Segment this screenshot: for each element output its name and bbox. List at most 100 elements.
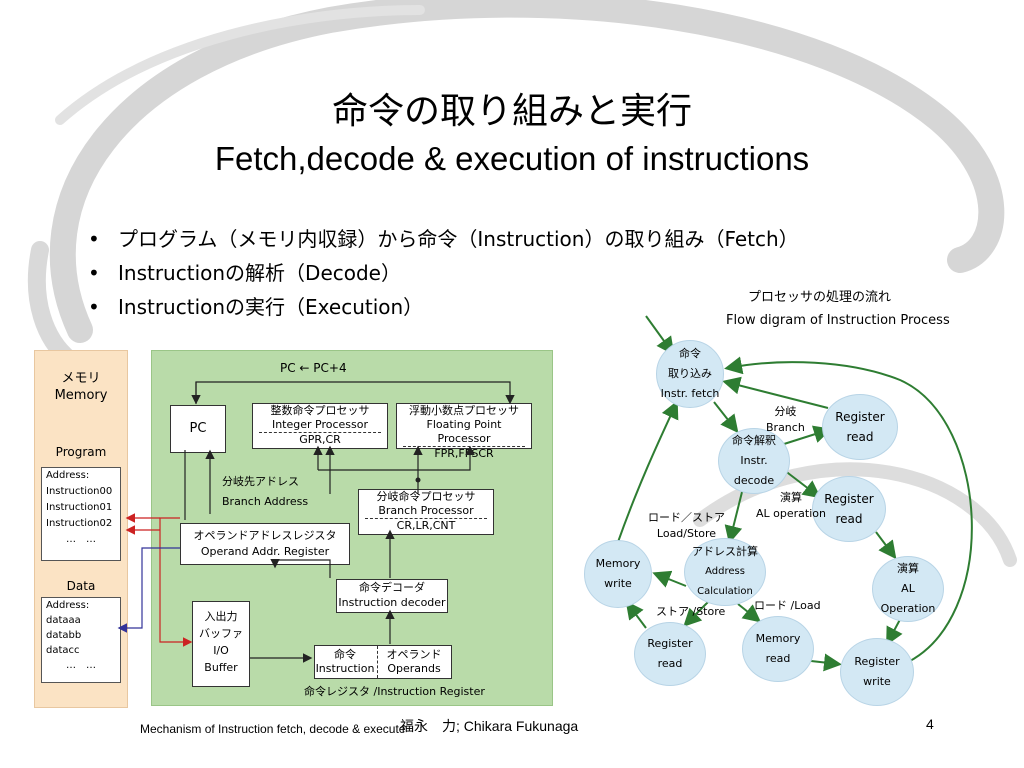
node-line: 命令 — [679, 347, 701, 360]
flow-node-register-read-3: Register read — [634, 622, 706, 686]
node-line: Register — [824, 492, 874, 506]
node-line: Memory — [755, 632, 801, 645]
integer-processor-ja: 整数命令プロセッサ — [270, 404, 370, 417]
instruction-decoder-ja: 命令デコーダ — [359, 581, 425, 594]
node-line: Address Calculation — [697, 566, 753, 597]
node-line: read — [835, 512, 863, 526]
io-buffer-en2: Buffer — [204, 661, 238, 674]
flow-node-memory-write: Memory write — [584, 540, 652, 608]
node-line: Instr. decode — [733, 454, 775, 487]
flow-node-register-read-2: Register read — [812, 476, 886, 542]
instruction-field-en: Instruction — [315, 662, 375, 675]
edge-label-branch: 分岐 Branch — [766, 404, 805, 436]
edge-label-line: 演算 — [779, 491, 802, 504]
node-line: Memory — [595, 557, 641, 570]
bullet-item: • Instructionの解析（Decode） — [88, 256, 799, 290]
edge-label-line: ロード／ストア — [648, 511, 725, 524]
instruction-register-label: 命令レジスタ /Instruction Register — [304, 685, 485, 698]
branch-address-en: Branch Address — [222, 495, 309, 508]
pc-label: PC — [189, 421, 207, 436]
processor-panel: PC ← PC+4 PC 整数命令プロセッサ Integer Processor… — [151, 350, 553, 706]
page-number: 4 — [926, 716, 934, 732]
bullet-text: Instructionの実行（Execution） — [118, 295, 424, 319]
instruction-register-box: 命令 Instruction オペランド Operands — [314, 645, 452, 679]
bullet-list: •プログラム（メモリ内収録）から命令（Instruction）の取り組み（Fet… — [88, 222, 799, 324]
node-line: AL Operation — [880, 582, 936, 615]
memory-title-japanese: メモリ — [61, 371, 101, 386]
branch-address-ja: 分岐先アドレス — [222, 475, 299, 488]
author-credit: 福永 力; Chikara Fukunaga — [400, 718, 579, 734]
bullet-item: • Instructionの実行（Execution） — [88, 290, 799, 324]
data-box: Address: dataaa databb datacc … … — [41, 597, 121, 683]
node-line: 命令解釈 — [732, 434, 776, 447]
edge-label-line: AL operation — [756, 507, 826, 520]
node-line: read — [657, 657, 683, 670]
float-processor-regs: FPR,FPSCR — [434, 447, 494, 460]
branch-processor-en: Branch Processor — [365, 504, 487, 519]
operand-register-box: オペランドアドレスレジスタ Operand Addr. Register — [180, 523, 350, 565]
edge-label-line: Branch — [766, 421, 805, 434]
flow-node-instr-decode: 命令解釈 Instr. decode — [718, 428, 790, 494]
node-line: write — [863, 675, 891, 688]
edge-label-load-store: ロード／ストア Load/Store — [648, 510, 725, 542]
program-line: Instruction02 — [46, 518, 113, 529]
io-buffer-ja1: 入出力 — [204, 610, 238, 623]
instruction-register-divider — [377, 646, 378, 678]
data-line: dataaa — [46, 615, 81, 626]
data-label: Data — [66, 579, 96, 593]
integer-processor-regs: GPR,CR — [299, 433, 341, 446]
bullet-item: •プログラム（メモリ内収録）から命令（Instruction）の取り組み（Fet… — [88, 222, 799, 256]
bullet-text: Instructionの解析（Decode） — [118, 261, 401, 285]
integer-processor-box: 整数命令プロセッサ Integer Processor GPR,CR — [252, 403, 388, 449]
branch-processor-box: 分岐命令プロセッサ Branch Processor CR,LR,CNT — [358, 489, 494, 535]
slide-title-english: Fetch,decode & execution of instructions — [214, 140, 810, 177]
memory-title-english: Memory — [54, 388, 108, 403]
bullet-dot: • — [88, 295, 100, 319]
operand-register-ja: オペランドアドレスレジスタ — [193, 529, 337, 542]
flow-node-al-operation: 演算 AL Operation — [872, 556, 944, 622]
memory-panel: メモリ Memory Program Address: Instruction0… — [34, 350, 128, 708]
edge-label-al-operation: 演算 AL operation — [756, 490, 826, 522]
io-buffer-ja2: バッファ — [199, 627, 243, 640]
data-line: Address: — [46, 600, 90, 611]
node-line: Instr. fetch — [660, 387, 720, 400]
node-line: 演算 — [897, 562, 919, 575]
operand-field-en: Operands — [387, 662, 441, 675]
program-label: Program — [55, 445, 107, 459]
node-line: アドレス計算 — [692, 545, 758, 558]
flow-node-memory-read: Memory read — [742, 616, 814, 682]
instruction-decoder-box: 命令デコーダ Instruction decoder — [336, 579, 448, 613]
flow-node-address-calculation: アドレス計算 Address Calculation — [684, 538, 766, 606]
data-line: datacc — [46, 645, 80, 656]
io-buffer-box: 入出力 バッファ I/O Buffer — [192, 601, 250, 687]
figure-caption: Mechanism of Instruction fetch, decode &… — [140, 722, 406, 736]
node-line: 取り込み — [668, 367, 712, 380]
operand-field-ja: オペランド — [386, 648, 442, 661]
flow-node-register-write: Register write — [840, 638, 914, 706]
float-processor-en: Floating Point Processor — [403, 418, 525, 447]
io-buffer-en1: I/O — [213, 644, 229, 657]
data-line: databb — [46, 630, 82, 641]
flow-node-register-read-1: Register read — [822, 394, 898, 460]
operand-register-en: Operand Addr. Register — [200, 545, 330, 558]
bullet-dot: • — [88, 227, 100, 251]
program-line: Instruction01 — [46, 502, 113, 513]
branch-processor-ja: 分岐命令プロセッサ — [376, 490, 476, 503]
instruction-field: 命令 Instruction — [315, 648, 375, 676]
node-line: read — [765, 652, 791, 665]
bullet-dot: • — [88, 261, 100, 285]
edge-label-line: 分岐 — [774, 405, 797, 418]
edge-label-load: ロード /Load — [754, 599, 821, 612]
node-line: read — [846, 430, 874, 444]
instruction-field-ja: 命令 — [334, 648, 356, 661]
program-line: Instruction00 — [46, 486, 113, 497]
node-line: Register — [647, 637, 693, 650]
flow-node-instr-fetch: 命令 取り込み Instr. fetch — [656, 340, 724, 408]
node-line: Register — [835, 410, 885, 424]
float-processor-ja: 浮動小数点プロセッサ — [409, 404, 519, 417]
slide-title-japanese: 命令の取り組みと実行 — [331, 91, 692, 132]
branch-processor-regs: CR,LR,CNT — [396, 519, 456, 532]
pc-box: PC — [170, 405, 226, 453]
flow-title-japanese: プロセッサの処理の流れ — [748, 290, 892, 305]
pc-update-label: PC ← PC+4 — [280, 361, 347, 375]
